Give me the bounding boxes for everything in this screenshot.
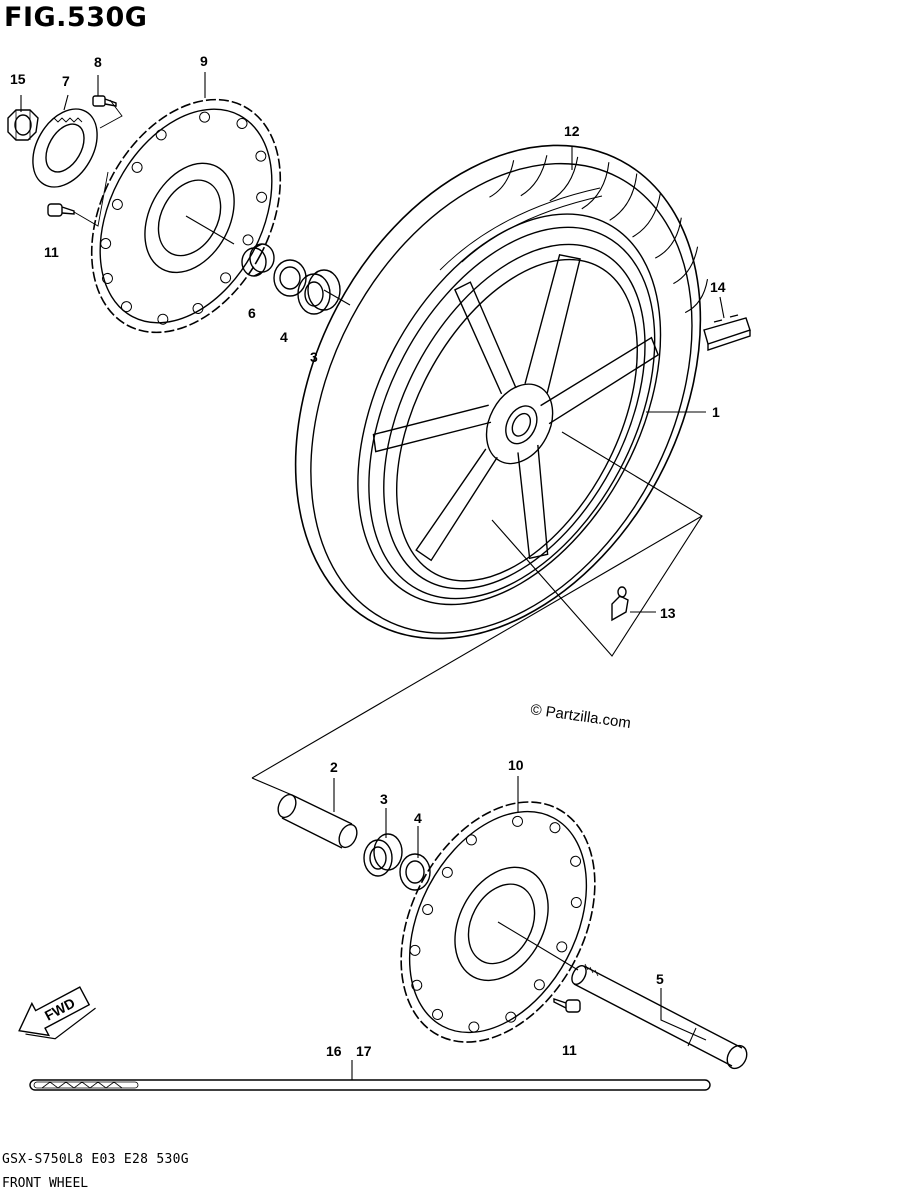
copyright-watermark: © Partzilla.com: [529, 701, 631, 732]
figure-title: FIG.530G: [4, 2, 148, 33]
nut-15: [7, 109, 39, 141]
rim-outer: [357, 213, 662, 606]
callout-11-bottom: 11: [562, 1042, 577, 1058]
callout-7: 7: [62, 73, 70, 89]
leader-lines: [20, 72, 725, 1080]
callout-9: 9: [200, 53, 208, 69]
callout-8: 8: [94, 54, 102, 70]
callout-10: 10: [508, 757, 524, 773]
callout-4-top: 4: [280, 329, 288, 345]
bolt-8: [92, 95, 117, 107]
bolt-11-bottom: [553, 998, 581, 1013]
callout-13: 13: [660, 605, 676, 621]
callout-2: 2: [330, 759, 338, 775]
air-valve-13: [611, 586, 629, 622]
balance-weight-14: [703, 314, 751, 351]
bearing-3-top: [297, 269, 341, 315]
collar-6: [241, 243, 275, 277]
bolt-11-top: [47, 203, 75, 217]
callout-16: 16: [326, 1043, 342, 1059]
brake-disc-9: [90, 98, 282, 334]
fwd-label: FWD: [42, 995, 78, 1024]
brake-disc-10: [400, 801, 596, 1043]
front-axle-5: [571, 963, 748, 1070]
model-code: GSX-S750L8 E03 E28 530G: [2, 1152, 189, 1167]
seal-4-top: [273, 259, 307, 297]
tire-outline: [294, 144, 702, 640]
sensor-rotor-7: [32, 108, 98, 188]
fwd-arrow-icon: FWD: [18, 986, 96, 1040]
figure-name: FRONT WHEEL: [2, 1176, 89, 1191]
callout-5: 5: [656, 971, 664, 987]
callout-12: 12: [564, 123, 580, 139]
callout-14: 14: [710, 279, 726, 295]
front-wheel-assembly: [294, 144, 709, 640]
tire-tread: [489, 155, 709, 314]
callout-6: 6: [248, 305, 256, 321]
wheel-spokes: [372, 254, 660, 562]
callout-3-bottom: 3: [380, 791, 388, 807]
callout-3-top: 3: [310, 349, 318, 365]
seal-4-bottom: [399, 853, 431, 891]
long-part-16-17: [29, 1079, 711, 1091]
callout-17: 17: [356, 1043, 372, 1059]
bearing-3-bottom: [363, 833, 403, 877]
callout-1: 1: [712, 404, 720, 420]
callout-15: 15: [10, 71, 26, 87]
callout-4-bottom: 4: [414, 810, 422, 826]
spacer-2: [277, 793, 358, 849]
callout-11-top: 11: [44, 244, 59, 260]
